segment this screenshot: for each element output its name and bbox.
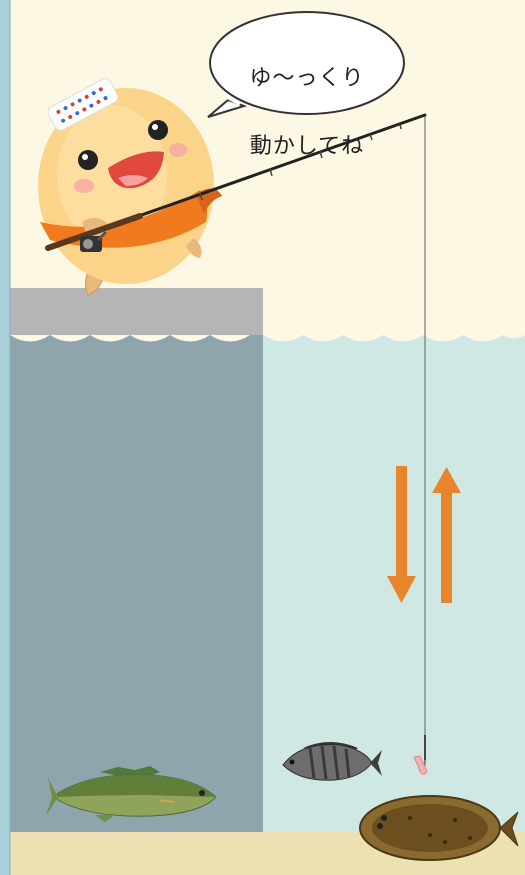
- speech-line-1: ゆ〜っくり: [249, 66, 365, 91]
- speech-bubble: [207, 11, 405, 118]
- water: [263, 335, 525, 875]
- fishing-rod: [45, 113, 427, 251]
- arrow-down-icon: [387, 466, 416, 603]
- sea-bream-icon: [282, 742, 382, 781]
- bandage-icon: [47, 78, 119, 131]
- speech-line-2: 動かしてね: [249, 134, 365, 159]
- reel-icon: [80, 230, 108, 252]
- sea-bass-icon: [46, 766, 217, 822]
- arrow-up-icon: [432, 467, 461, 603]
- flounder-icon: [359, 795, 519, 861]
- pier-top: [10, 288, 263, 335]
- pier-wall: [10, 335, 263, 875]
- speech-bubble-text: ゆ〜っくり 動かしてね: [222, 28, 392, 198]
- left-frame: [0, 0, 10, 875]
- shrimp-bait-icon: [413, 755, 428, 776]
